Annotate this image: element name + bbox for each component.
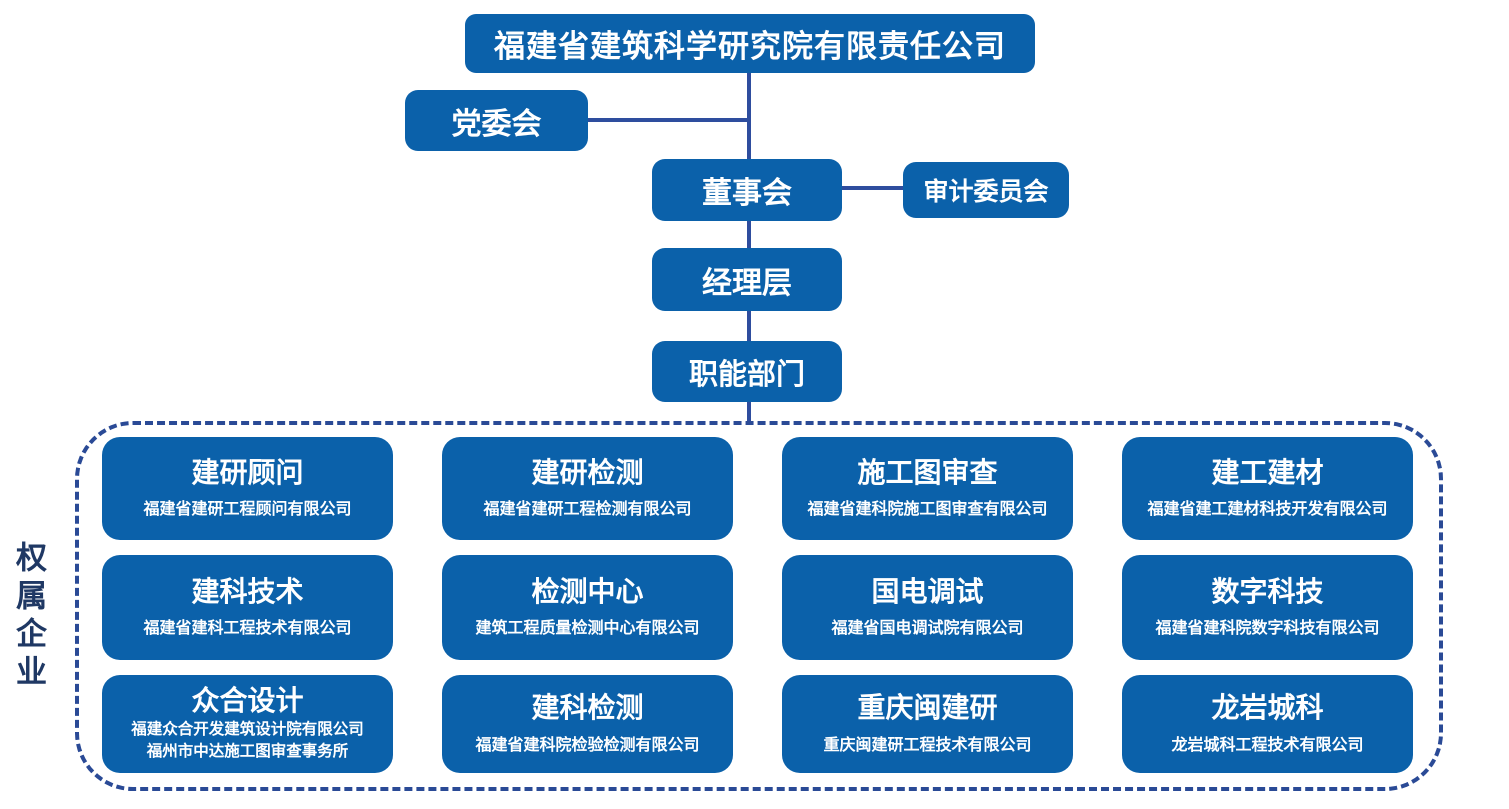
connector-board-to-audit xyxy=(842,186,903,190)
functional-departments-box: 职能部门 xyxy=(652,341,842,402)
company-full-name: 福建省建科院数字科技有限公司 xyxy=(1155,618,1380,638)
company-short-name: 建研检测 xyxy=(531,455,644,489)
company-full-name-2: 福州市中达施工图审查事务所 xyxy=(146,742,349,761)
company-short-name: 龙岩城科 xyxy=(1211,691,1324,725)
connector-board-to-management xyxy=(747,221,751,248)
party-committee-box: 党委会 xyxy=(405,90,588,151)
company-short-name: 检测中心 xyxy=(531,574,644,608)
company-full-name: 福建省建科院检验检测有限公司 xyxy=(475,734,700,754)
company-box: 检测中心 建筑工程质量检测中心有限公司 xyxy=(442,555,733,660)
company-short-name: 施工图审查 xyxy=(857,455,998,489)
company-box: 重庆闽建研 重庆闽建研工程技术有限公司 xyxy=(782,675,1073,773)
company-full-name: 福建省建工建材科技开发有限公司 xyxy=(1147,499,1388,519)
root-company-box: 福建省建筑科学研究院有限责任公司 xyxy=(465,14,1035,73)
company-full-name: 建筑工程质量检测中心有限公司 xyxy=(475,618,700,638)
company-short-name: 建科检测 xyxy=(531,691,644,725)
company-full-name: 福建省建研工程检测有限公司 xyxy=(483,499,692,519)
company-full-name: 福建省建科院施工图审查有限公司 xyxy=(807,499,1048,519)
company-box: 数字科技 福建省建科院数字科技有限公司 xyxy=(1122,555,1413,660)
company-box: 建研顾问 福建省建研工程顾问有限公司 xyxy=(102,437,393,540)
connector-party-to-trunk xyxy=(588,118,749,122)
company-short-name: 国电调试 xyxy=(871,574,984,608)
company-full-name: 福建省建科工程技术有限公司 xyxy=(143,618,352,638)
board-of-directors-box: 董事会 xyxy=(652,159,842,221)
connector-root-to-board xyxy=(747,73,751,159)
company-full-name: 福建省建研工程顾问有限公司 xyxy=(143,499,352,519)
company-box: 建科检测 福建省建科院检验检测有限公司 xyxy=(442,675,733,773)
company-short-name: 建研顾问 xyxy=(191,455,304,489)
company-short-name: 建科技术 xyxy=(191,574,304,608)
subsidiaries-dashed-frame xyxy=(75,421,1443,791)
company-short-name: 建工建材 xyxy=(1211,455,1324,489)
company-short-name: 重庆闽建研 xyxy=(857,691,998,725)
connector-management-to-departments xyxy=(747,311,751,341)
management-layer-box: 经理层 xyxy=(652,248,842,311)
company-full-name: 龙岩城科工程技术有限公司 xyxy=(1171,734,1364,754)
company-box: 龙岩城科 龙岩城科工程技术有限公司 xyxy=(1122,675,1413,773)
company-box: 施工图审查 福建省建科院施工图审查有限公司 xyxy=(782,437,1073,540)
company-box: 国电调试 福建省国电调试院有限公司 xyxy=(782,555,1073,660)
company-box: 建研检测 福建省建研工程检测有限公司 xyxy=(442,437,733,540)
company-box: 众合设计 福建众合开发建筑设计院有限公司 福州市中达施工图审查事务所 xyxy=(102,675,393,773)
company-full-name: 福建众合开发建筑设计院有限公司 xyxy=(131,720,364,739)
audit-committee-box: 审计委员会 xyxy=(903,162,1069,218)
company-short-name: 众合设计 xyxy=(191,684,304,718)
connector-departments-to-subsidiaries xyxy=(747,402,751,422)
company-full-name: 重庆闽建研工程技术有限公司 xyxy=(823,734,1032,754)
subsidiaries-side-label: 权属企业 xyxy=(10,541,46,693)
company-short-name: 数字科技 xyxy=(1211,574,1324,608)
company-box: 建工建材 福建省建工建材科技开发有限公司 xyxy=(1122,437,1413,540)
company-full-name: 福建省国电调试院有限公司 xyxy=(831,618,1024,638)
company-box: 建科技术 福建省建科工程技术有限公司 xyxy=(102,555,393,660)
